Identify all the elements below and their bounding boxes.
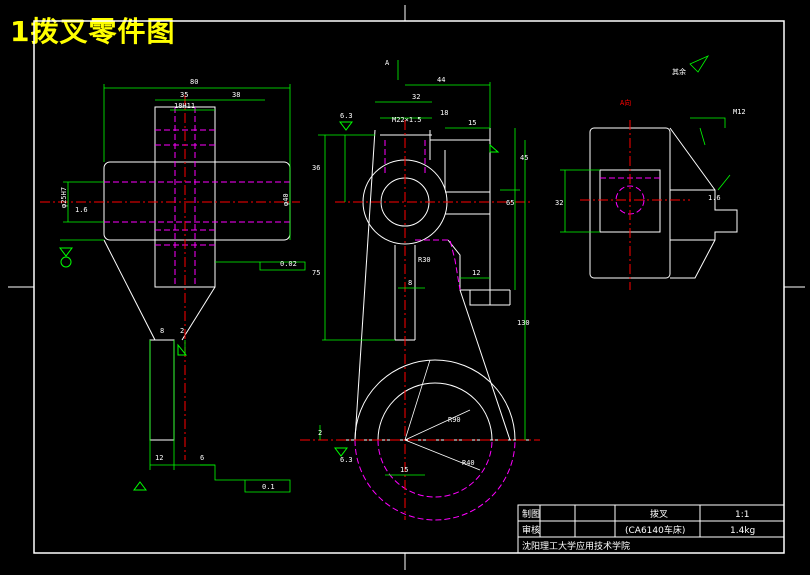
dim-front-18: 18 <box>440 109 448 117</box>
dim-left-80: 80 <box>190 78 198 86</box>
tb-drawn: 制图 <box>522 508 540 520</box>
dim-front-r30: R30 <box>418 256 431 264</box>
drawing-frame <box>8 5 805 570</box>
dim-front-r90: R90 <box>448 416 461 424</box>
dim-front-15b: 15 <box>400 466 408 474</box>
dim-left-40: φ40 <box>282 193 290 206</box>
dim-front-2: 2 <box>318 429 322 437</box>
left-hub-body <box>154 106 216 288</box>
dim-front-75: 75 <box>312 269 320 277</box>
dim-front-8: 8 <box>408 279 412 287</box>
dim-front-6.3: 6.3 <box>340 112 353 120</box>
left-fork-arm <box>149 339 175 441</box>
tb-part-name: 拨叉 <box>650 508 668 520</box>
tol-left-1: 0.02 <box>280 260 297 268</box>
dim-front-44: 44 <box>437 76 445 84</box>
left-dimension-texts: 80 35 18H11 38 φ25H7 1.6 φ40 2 8 12 6 0.… <box>60 78 297 491</box>
section-view-label: A向 <box>620 98 631 107</box>
dim-right-m12: M12 <box>733 108 746 116</box>
dim-left-18h11: 18H11 <box>174 102 195 110</box>
front-view: 6.3 44 32 18 15 45 M22×1.5 36 65 75 8 12… <box>300 59 540 521</box>
front-dimension-texts: 6.3 44 32 18 15 45 M22×1.5 36 65 75 8 12… <box>312 59 530 474</box>
dim-left-bore: φ25H7 <box>60 187 68 208</box>
dim-left-8: 8 <box>160 327 164 335</box>
tb-checked: 审核 <box>522 524 540 536</box>
dim-front-r40: R40 <box>462 459 475 467</box>
dim-front-12: 12 <box>472 269 480 277</box>
section-marker: A <box>385 59 390 67</box>
tb-machine: (CA6140车床) <box>625 524 685 536</box>
dim-left-35: 35 <box>180 91 188 99</box>
dim-left-38: 38 <box>232 91 240 99</box>
dim-left-12: 12 <box>155 454 163 462</box>
dim-front-32: 32 <box>412 93 420 101</box>
dim-right-1.6: 1.6 <box>708 194 721 202</box>
tb-scale: 1:1 <box>735 510 749 520</box>
right-view: 32 M12 1.6 A向 其余 <box>555 55 746 290</box>
dim-front-130: 130 <box>517 319 530 327</box>
dim-front-15: 15 <box>468 119 476 127</box>
left-view: 80 35 18H11 38 φ25H7 1.6 φ40 2 8 12 6 0.… <box>40 78 306 493</box>
tol-left-2: 0.1 <box>262 483 275 491</box>
dim-front-m22: M22×1.5 <box>392 116 422 124</box>
dim-left-2: 2 <box>180 327 184 335</box>
left-flange <box>103 161 291 241</box>
tb-school: 沈阳理工大学应用技术学院 <box>522 540 630 552</box>
dim-front-45: 45 <box>520 154 528 162</box>
tb-weight: 1.4kg <box>730 526 755 536</box>
roughness-note: 其余 <box>672 67 686 76</box>
dim-right-32: 32 <box>555 199 563 207</box>
dim-front-36: 36 <box>312 164 320 172</box>
dim-front-65: 65 <box>506 199 514 207</box>
dim-left-6: 6 <box>200 454 204 462</box>
title-block: 制图 审核 拨叉 (CA6140车床) 1:1 1.4kg 沈阳理工大学应用技术… <box>517 504 785 554</box>
dim-left-roughness: 1.6 <box>75 206 88 214</box>
dim-front-6.3b: 6.3 <box>340 456 353 464</box>
